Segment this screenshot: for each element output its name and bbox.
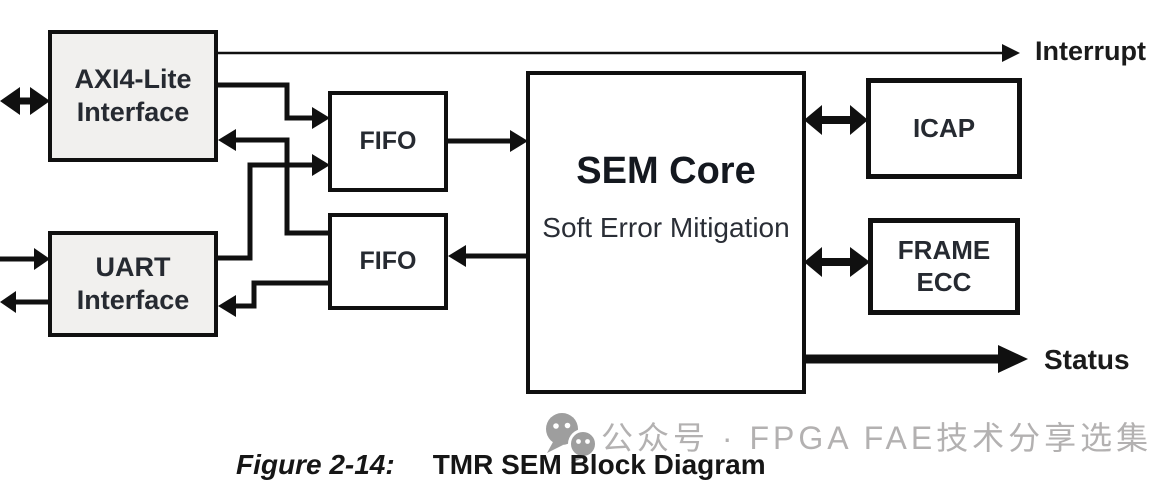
figure-caption: Figure 2-14: TMR SEM Block Diagram <box>236 449 766 481</box>
external-to-uart-arrowhead <box>34 248 50 270</box>
sem-core-block: SEM Core Soft Error Mitigation <box>526 71 806 394</box>
sem-core-subtitle: Soft Error Mitigation <box>542 211 790 243</box>
fifo-top-block: FIFO <box>328 91 448 192</box>
axi-to-fifo-top-arrowhead <box>312 107 330 129</box>
sem-frame-arrowhead-left <box>804 247 822 277</box>
fifo-bottom-to-axi-line <box>236 137 330 236</box>
uart-interface-block: UART Interface <box>48 231 218 337</box>
watermark-text: 公众号 · FPGA FAE技术分享选集 <box>601 420 1153 456</box>
axi-to-fifo-top-line <box>218 82 312 121</box>
sem-icap-arrowhead-right <box>850 105 868 135</box>
axi-lite-label-line1: AXI4-Lite <box>74 64 192 95</box>
wechat-icon <box>546 413 598 463</box>
fifo-bottom-to-uart-arrowhead <box>218 295 236 317</box>
interrupt-arrowhead <box>1002 44 1020 62</box>
status-label: Status <box>1044 344 1130 375</box>
figure-title: TMR SEM Block Diagram <box>432 449 766 480</box>
sem-icap-arrowhead-left <box>804 105 822 135</box>
external-axi-arrowhead-right <box>30 87 50 115</box>
uart-label-line2: Interface <box>76 285 190 315</box>
figure-number: Figure 2-14: <box>236 449 395 480</box>
uart-to-fifo-top-line <box>218 162 312 261</box>
fifo-bottom-label: FIFO <box>359 247 417 276</box>
fifo-bottom-to-axi-arrowhead <box>218 129 236 151</box>
uart-to-external-arrowhead <box>0 291 16 313</box>
axi-lite-interface-block: AXI4-Lite Interface <box>48 30 218 162</box>
fifo-bottom-block: FIFO <box>328 213 448 310</box>
uart-to-fifo-top-arrowhead <box>312 154 330 176</box>
icap-block: ICAP <box>866 78 1022 179</box>
fifo-top-label: FIFO <box>359 127 417 156</box>
fifo-bottom-to-uart-line <box>236 280 330 309</box>
frame-ecc-label-line2: ECC <box>916 266 972 297</box>
sem-core-title: SEM Core <box>576 150 756 192</box>
external-axi-arrowhead-left <box>0 87 20 115</box>
interrupt-label: Interrupt <box>1035 36 1146 66</box>
fifo-top-to-sem-arrowhead <box>510 130 528 152</box>
icap-label: ICAP <box>912 112 976 143</box>
uart-label-line1: UART <box>95 252 171 283</box>
sem-to-fifo-bottom-arrowhead <box>448 245 466 267</box>
sem-frame-arrowhead-right <box>850 247 870 277</box>
axi-lite-label-line2: Interface <box>76 97 190 127</box>
frame-ecc-block: FRAME ECC <box>868 218 1020 315</box>
frame-ecc-label-line1: FRAME <box>897 234 991 265</box>
status-arrowhead <box>998 345 1028 373</box>
